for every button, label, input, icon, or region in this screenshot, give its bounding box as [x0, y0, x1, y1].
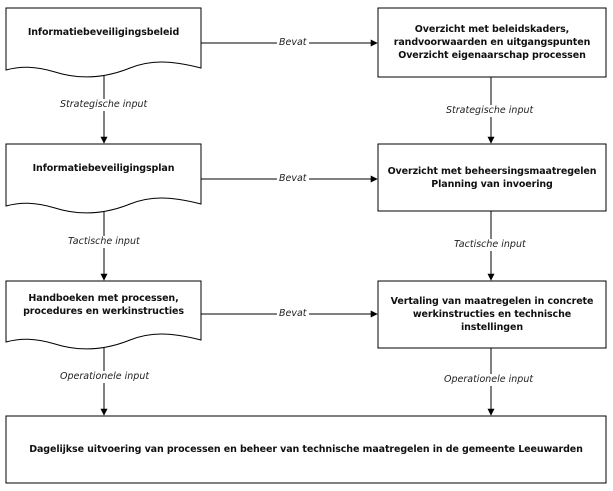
node-shape-plan — [5, 143, 202, 214]
edge-label-left-strategisch: Strategische input — [58, 99, 150, 111]
edge-label-left-tactisch: Tactische input — [66, 236, 142, 248]
edge-label-right-tactisch: Tactische input — [452, 239, 528, 251]
node-shape-beleid — [5, 7, 202, 78]
node-dagelijks-label: Dagelijkse uitvoering van processen en b… — [29, 444, 583, 455]
node-overzicht-maatregelen-label: Overzicht met beheersingsmaatregelen Pla… — [387, 165, 597, 190]
node-plan-label: Informatiebeveiligingsplan — [32, 162, 175, 174]
node-overzicht-beleid-label: Overzicht met beleidskaders, randvoorwaa… — [393, 24, 591, 61]
node-vertaling-label: Vertaling van maatregelen in concrete we… — [390, 296, 594, 333]
node-shape-dagelijks — [5, 415, 607, 484]
edge-label-bevat-3: Bevat — [277, 308, 309, 320]
node-handboeken-label: Handboeken met processen, procedures en … — [23, 293, 184, 317]
edge-label-left-operationeel: Operationele input — [58, 371, 152, 383]
node-shape-handboeken — [5, 280, 202, 350]
node-shape-vertaling — [377, 280, 607, 349]
node-shape-overzicht-beleid — [377, 7, 607, 78]
edge-label-right-strategisch: Strategische input — [444, 105, 536, 117]
node-beleid-label: Informatiebeveiligingsbeleid — [27, 26, 180, 38]
node-shape-overzicht-maatregelen — [377, 143, 607, 212]
edge-label-bevat-2: Bevat — [277, 173, 309, 185]
edge-label-bevat-1: Bevat — [277, 37, 309, 49]
edge-label-right-operationeel: Operationele input — [442, 374, 536, 386]
